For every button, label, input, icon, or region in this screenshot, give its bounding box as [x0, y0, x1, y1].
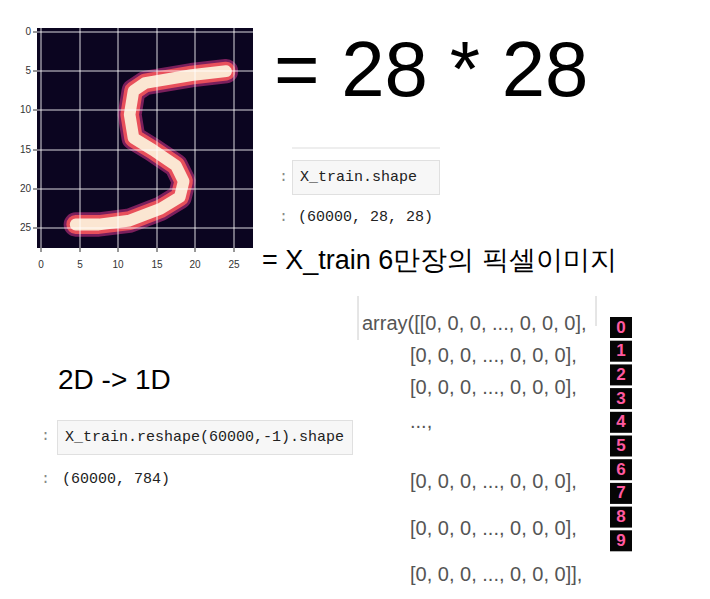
array-line: [0, 0, 0, ..., 0, 0, 0],: [410, 344, 577, 367]
thumbnail-ground: [610, 459, 632, 480]
array-line: [0, 0, 0, ..., 0, 0, 0],: [410, 517, 577, 540]
array-line: [0, 0, 0, ..., 0, 0, 0],: [410, 470, 577, 493]
grid-line: [118, 28, 119, 248]
cell-divider: [292, 148, 440, 149]
tick: [157, 248, 158, 252]
output-border: [596, 296, 597, 326]
tick: [33, 228, 37, 229]
axis-tick-label: 5: [25, 65, 31, 77]
tick: [33, 71, 37, 72]
axis-tick-label: 20: [189, 259, 200, 271]
tick: [33, 110, 37, 111]
digit-thumbnail: 5: [616, 436, 625, 456]
grid-line: [234, 28, 235, 248]
grid-line: [157, 28, 158, 248]
digit-heatmap: [33, 28, 253, 252]
digit-thumbnail: 3: [616, 389, 625, 409]
digit-stroke-mid: [76, 71, 227, 224]
explanation-note: = X_train 6만장의 픽셀이미지: [262, 245, 617, 276]
tick: [80, 248, 81, 252]
axis-tick-label: 5: [77, 259, 83, 271]
digit-thumbnails: [610, 317, 632, 551]
grid-line: [37, 189, 253, 190]
axis-tick-label: 15: [20, 144, 31, 156]
axis-tick-label: 10: [112, 259, 123, 271]
thumbnail-ground: [610, 364, 632, 385]
section-heading: 2D -> 1D: [58, 364, 171, 396]
thumbnail-ground: [610, 317, 632, 338]
grid-line: [37, 228, 253, 229]
thumbnail-ground: [610, 436, 632, 457]
digit-thumbnail: 8: [616, 507, 625, 527]
grid-lines: [37, 28, 253, 248]
code-text: X_train.shape: [300, 169, 417, 186]
tick: [33, 32, 37, 33]
prompt-marker: :: [41, 428, 50, 445]
array-line: ...,: [410, 410, 432, 433]
thumbnail-ground: [610, 412, 632, 433]
digit-thumbnail: 7: [616, 484, 625, 504]
tick-marks: [33, 32, 234, 252]
digit-thumbnail: 6: [616, 460, 625, 480]
axis-tick-label: 0: [25, 26, 31, 38]
digit-thumbnail: 1: [616, 341, 625, 361]
thumbnail-ground: [610, 530, 632, 551]
output-border: [358, 296, 359, 340]
tick: [234, 248, 235, 252]
thumbnail-ground: [610, 341, 632, 362]
grid-line: [37, 110, 253, 111]
array-line: [0, 0, 0, ..., 0, 0, 0]],: [410, 563, 582, 586]
cell-output: (60000, 784): [62, 471, 170, 488]
code-cell: X_train.shape: [292, 160, 440, 195]
grid-line: [195, 28, 196, 248]
digit-thumbnail: 4: [616, 413, 625, 433]
dimension-note: = 28 * 28: [274, 25, 588, 115]
axis-tick-label: 10: [20, 104, 31, 116]
grid-line: [80, 28, 81, 248]
tick: [118, 248, 119, 252]
digit-thumbnail: 0: [616, 318, 625, 338]
array-line: [0, 0, 0, ..., 0, 0, 0],: [410, 376, 577, 399]
axis-tick-label: 20: [20, 183, 31, 195]
grid-line: [41, 28, 42, 248]
code-cell: X_train.reshape(60000,-1).shape: [57, 420, 353, 455]
prompt-marker: :: [279, 169, 288, 186]
axis-tick-label: 25: [20, 222, 31, 234]
axis-tick-label: 25: [228, 259, 239, 271]
digit-stroke-core: [76, 71, 227, 224]
heatmap-ground: [37, 28, 253, 248]
tick: [195, 248, 196, 252]
thumbnail-ground: [610, 507, 632, 528]
thumbnail-ground: [610, 388, 632, 409]
thumbnail-ground: [610, 483, 632, 504]
digit-stroke-edge: [76, 71, 227, 224]
grid-line: [37, 71, 253, 72]
grid-line: [37, 32, 253, 33]
tick: [33, 189, 37, 190]
prompt-marker: :: [279, 209, 288, 226]
grid-line: [37, 150, 253, 151]
tick: [33, 150, 37, 151]
axis-tick-label: 0: [38, 259, 44, 271]
digit-thumbnail: 2: [616, 365, 625, 385]
digit-thumbnail: 9: [616, 531, 625, 551]
code-text: X_train.reshape(60000,-1).shape: [65, 429, 344, 446]
cell-output: (60000, 28, 28): [298, 209, 433, 226]
axis-tick-label: 15: [151, 259, 162, 271]
prompt-marker: :: [41, 471, 50, 488]
array-line: array([[0, 0, 0, ..., 0, 0, 0],: [362, 312, 587, 335]
tick: [41, 248, 42, 252]
